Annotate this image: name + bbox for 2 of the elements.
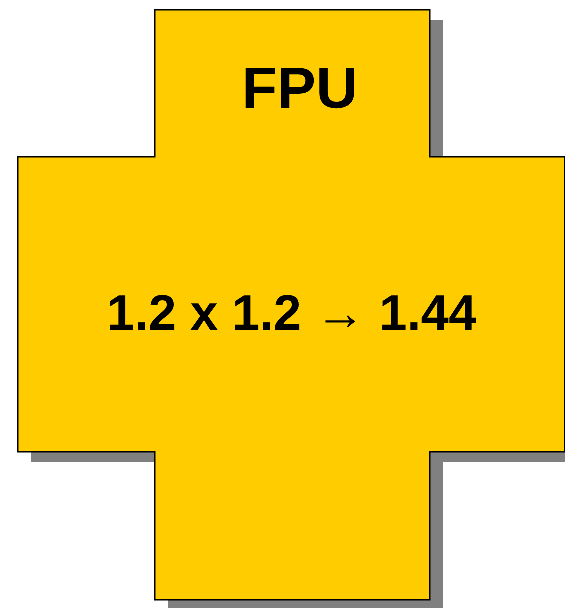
unit-title: FPU — [242, 60, 358, 118]
calculation-text: 1.2 x 1.2 → 1.44 — [107, 288, 477, 338]
